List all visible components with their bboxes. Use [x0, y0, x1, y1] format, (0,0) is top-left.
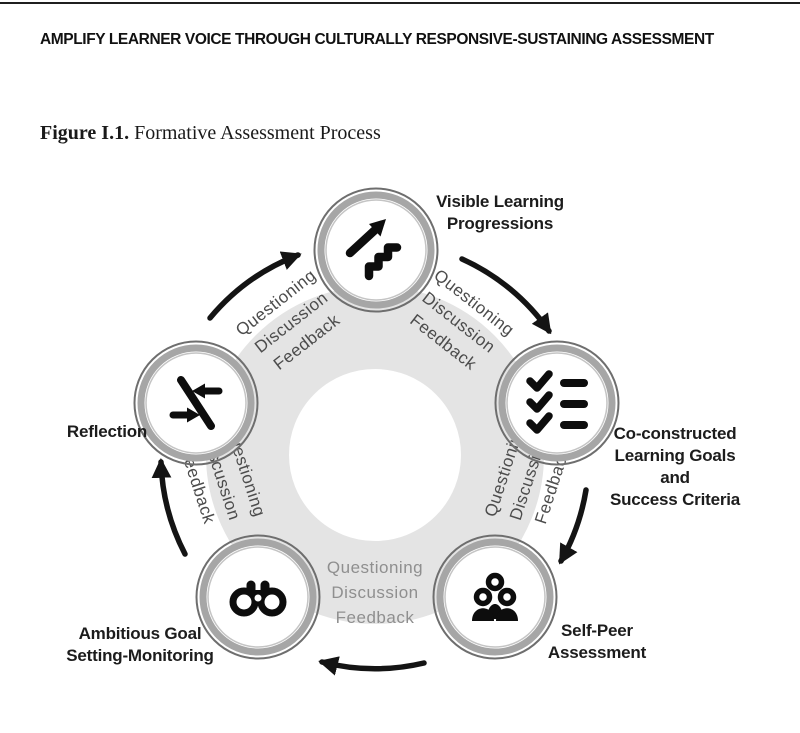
- label-ambitious-goal-setting-monitoring: Ambitious Goal Setting-Monitoring: [66, 624, 214, 665]
- figure-caption: Figure I.1. Formative Assessment Process: [40, 122, 381, 145]
- arrow-bottom-right-to-bottom-left: [318, 656, 427, 676]
- people-group-icon: [472, 572, 518, 621]
- arrow-bottom-left-to-left: [151, 458, 188, 557]
- node-label-line: Reflection: [67, 422, 147, 441]
- node-circle-edge: [494, 340, 620, 466]
- binoculars-right-lens: [257, 587, 287, 617]
- node-label-line: Progressions: [447, 214, 553, 233]
- node-label-line: Visible Learning: [436, 192, 564, 211]
- node-label-line: Success Criteria: [610, 490, 741, 509]
- binoculars-left-lens: [229, 587, 259, 617]
- node-circle-edge: [313, 187, 439, 313]
- label-self-peer-assessment: Self-Peer Assessment: [548, 621, 647, 662]
- node-circle-edge: [195, 534, 321, 660]
- binoculars-center-dot: [254, 594, 262, 602]
- node-label-line: Co-constructed: [614, 424, 737, 443]
- node-circle-edge: [432, 534, 558, 660]
- figure-title: Formative Assessment Process: [134, 122, 381, 144]
- cycle-band: [206, 286, 544, 624]
- node-circle-inner: [325, 199, 427, 301]
- node-label-line: Self-Peer: [561, 621, 633, 640]
- label-visible-learning-progressions: Visible Learning Progressions: [436, 192, 564, 233]
- converging-arrows-icon: [169, 376, 223, 430]
- node-circle-inner: [444, 546, 546, 648]
- checklist-icon: [526, 370, 588, 434]
- node-label-line: Ambitious Goal: [79, 624, 202, 643]
- node-circle: [436, 538, 554, 656]
- top-rule: [0, 2, 800, 4]
- arrow-right-to-bottom-right: [558, 487, 589, 565]
- arrow-left-to-top: [207, 251, 302, 321]
- node-circle-inner: [145, 352, 247, 454]
- binoculars-icon: [229, 580, 287, 617]
- page-header: AMPLIFY LEARNER VOICE THROUGH CULTURALLY…: [40, 31, 714, 48]
- node-visible-learning-progressions: [313, 187, 439, 313]
- node-self-peer-assessment: [432, 534, 558, 660]
- trending-up-stairs-icon: [345, 219, 402, 281]
- label-co-constructed-learning-goals: Co-constructed Learning Goals and Succes…: [610, 424, 741, 509]
- node-label-line: Assessment: [548, 643, 647, 662]
- node-reflection: [133, 340, 259, 466]
- node-co-constructed-learning-goals: [494, 340, 620, 466]
- node-circle-edge: [133, 340, 259, 466]
- node-label-line: and: [660, 468, 690, 487]
- ring-text-bottom: Questioning Discussion Feedback: [327, 558, 423, 627]
- ring-word: Feedback: [336, 608, 415, 627]
- node-label-line: Learning Goals: [615, 446, 736, 465]
- figure-label: Figure I.1.: [40, 122, 130, 144]
- node-ambitious-goal-setting-monitoring: [195, 534, 321, 660]
- ring-word: Questioning: [327, 558, 423, 577]
- node-label-line: Setting-Monitoring: [66, 646, 213, 665]
- arrow-top-to-right: [459, 256, 552, 335]
- node-circle: [317, 191, 435, 309]
- label-reflection: Reflection: [67, 422, 147, 441]
- ring-word: Discussion: [331, 583, 418, 602]
- node-circle-inner: [506, 352, 608, 454]
- node-circle-inner: [207, 546, 309, 648]
- node-circle: [498, 344, 616, 462]
